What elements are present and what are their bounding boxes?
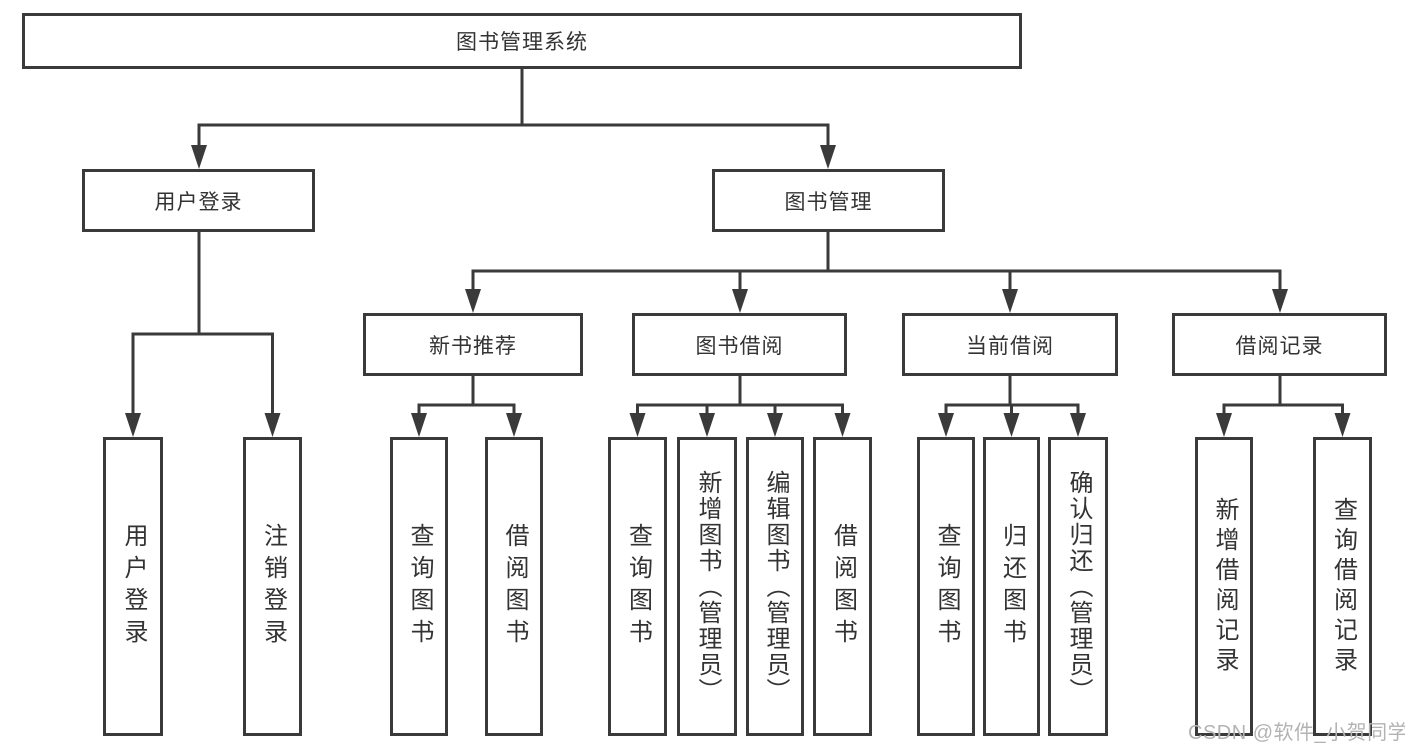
connector-root bbox=[197, 69, 830, 152]
node-current-borrowing-label: 当前借阅 bbox=[966, 334, 1054, 358]
arrow-icon bbox=[699, 413, 715, 437]
leaf-user-login-label: 用户登录 bbox=[120, 522, 147, 651]
node-user-login-label: 用户登录 bbox=[154, 190, 243, 214]
leaf-query-borrow-record-label: 查询借阅记录 bbox=[1329, 496, 1357, 677]
arrow-icon bbox=[465, 289, 481, 313]
leaf-confirm-return-admin: 确认归还（管理员） bbox=[1048, 437, 1108, 736]
arrow-icon bbox=[732, 289, 748, 313]
leaf-confirm-return-admin-label: 确认归还（管理员） bbox=[1065, 469, 1092, 704]
arrow-icon bbox=[938, 413, 954, 437]
node-new-book-recommendation: 新书推荐 bbox=[363, 313, 583, 376]
node-current-borrowing: 当前借阅 bbox=[902, 313, 1118, 376]
watermark-text: CSDN @软件_小贺同学 bbox=[1188, 722, 1405, 744]
arrow-icon bbox=[506, 413, 522, 437]
leaf-query-books-1-label: 查询图书 bbox=[406, 522, 433, 651]
node-book-management-label: 图书管理 bbox=[784, 190, 873, 214]
node-library-management-system: 图书管理系统 bbox=[22, 13, 1022, 69]
node-borrowing-records-label: 借阅记录 bbox=[1235, 334, 1324, 358]
arrow-icon bbox=[1002, 289, 1018, 313]
arrow-icon bbox=[411, 413, 427, 437]
arrow-icon bbox=[629, 413, 646, 437]
connector-borrow-records bbox=[1222, 376, 1344, 420]
leaf-query-books-3-label: 查询图书 bbox=[933, 522, 960, 651]
node-book-borrowing: 图书借阅 bbox=[632, 313, 847, 376]
connector-new-book bbox=[417, 376, 516, 420]
leaf-borrow-books-2-label: 借阅图书 bbox=[829, 522, 857, 651]
arrow-icon bbox=[1272, 289, 1288, 313]
leaf-edit-book-admin-label: 编辑图书（管理员） bbox=[762, 469, 789, 704]
leaf-add-book-admin-label: 新增图书（管理员） bbox=[694, 469, 721, 704]
arrowhead-icons bbox=[125, 145, 1351, 437]
node-book-management: 图书管理 bbox=[712, 169, 945, 232]
leaf-borrow-books-1-label: 借阅图书 bbox=[501, 522, 528, 651]
leaf-add-book-admin: 新增图书（管理员） bbox=[677, 437, 737, 736]
arrow-icon bbox=[767, 413, 783, 437]
leaf-query-books-2: 查询图书 bbox=[608, 437, 667, 736]
connector-book-management bbox=[471, 232, 1282, 296]
connector-book-borrow bbox=[636, 376, 844, 420]
connector-current-borrow bbox=[944, 376, 1080, 420]
leaf-user-login: 用户登录 bbox=[103, 437, 163, 736]
leaf-borrow-books-2: 借阅图书 bbox=[813, 437, 872, 736]
leaf-edit-book-admin: 编辑图书（管理员） bbox=[746, 437, 804, 736]
leaf-query-books-2-label: 查询图书 bbox=[624, 522, 652, 651]
arrow-icon bbox=[1070, 413, 1086, 437]
arrow-icon bbox=[1003, 413, 1020, 437]
leaf-borrow-books-1: 借阅图书 bbox=[485, 437, 543, 736]
leaf-add-borrow-record: 新增借阅记录 bbox=[1195, 437, 1253, 736]
leaf-query-books-3: 查询图书 bbox=[917, 437, 975, 736]
arrow-icon bbox=[191, 145, 207, 169]
arrow-icon bbox=[1334, 413, 1351, 437]
node-book-borrowing-label: 图书借阅 bbox=[695, 334, 784, 358]
leaf-query-borrow-record: 查询借阅记录 bbox=[1313, 437, 1372, 736]
arrow-icon bbox=[264, 413, 281, 437]
node-user-login: 用户登录 bbox=[82, 169, 315, 232]
node-borrowing-records: 借阅记录 bbox=[1172, 313, 1387, 376]
node-new-book-recommendation-label: 新书推荐 bbox=[429, 334, 517, 358]
arrow-icon bbox=[834, 413, 851, 437]
connector-user-login bbox=[131, 232, 274, 420]
arrow-icon bbox=[125, 413, 141, 437]
leaf-return-book: 归还图书 bbox=[983, 437, 1040, 736]
leaf-return-book-label: 归还图书 bbox=[998, 522, 1026, 651]
leaf-query-books-1: 查询图书 bbox=[390, 437, 448, 736]
arrow-icon bbox=[820, 145, 836, 169]
node-library-management-system-label: 图书管理系统 bbox=[456, 31, 588, 54]
leaf-add-borrow-record-label: 新增借阅记录 bbox=[1211, 496, 1238, 677]
leaf-logout-label: 注销登录 bbox=[259, 522, 287, 651]
leaf-logout: 注销登录 bbox=[243, 437, 302, 736]
arrow-icon bbox=[1216, 413, 1232, 437]
